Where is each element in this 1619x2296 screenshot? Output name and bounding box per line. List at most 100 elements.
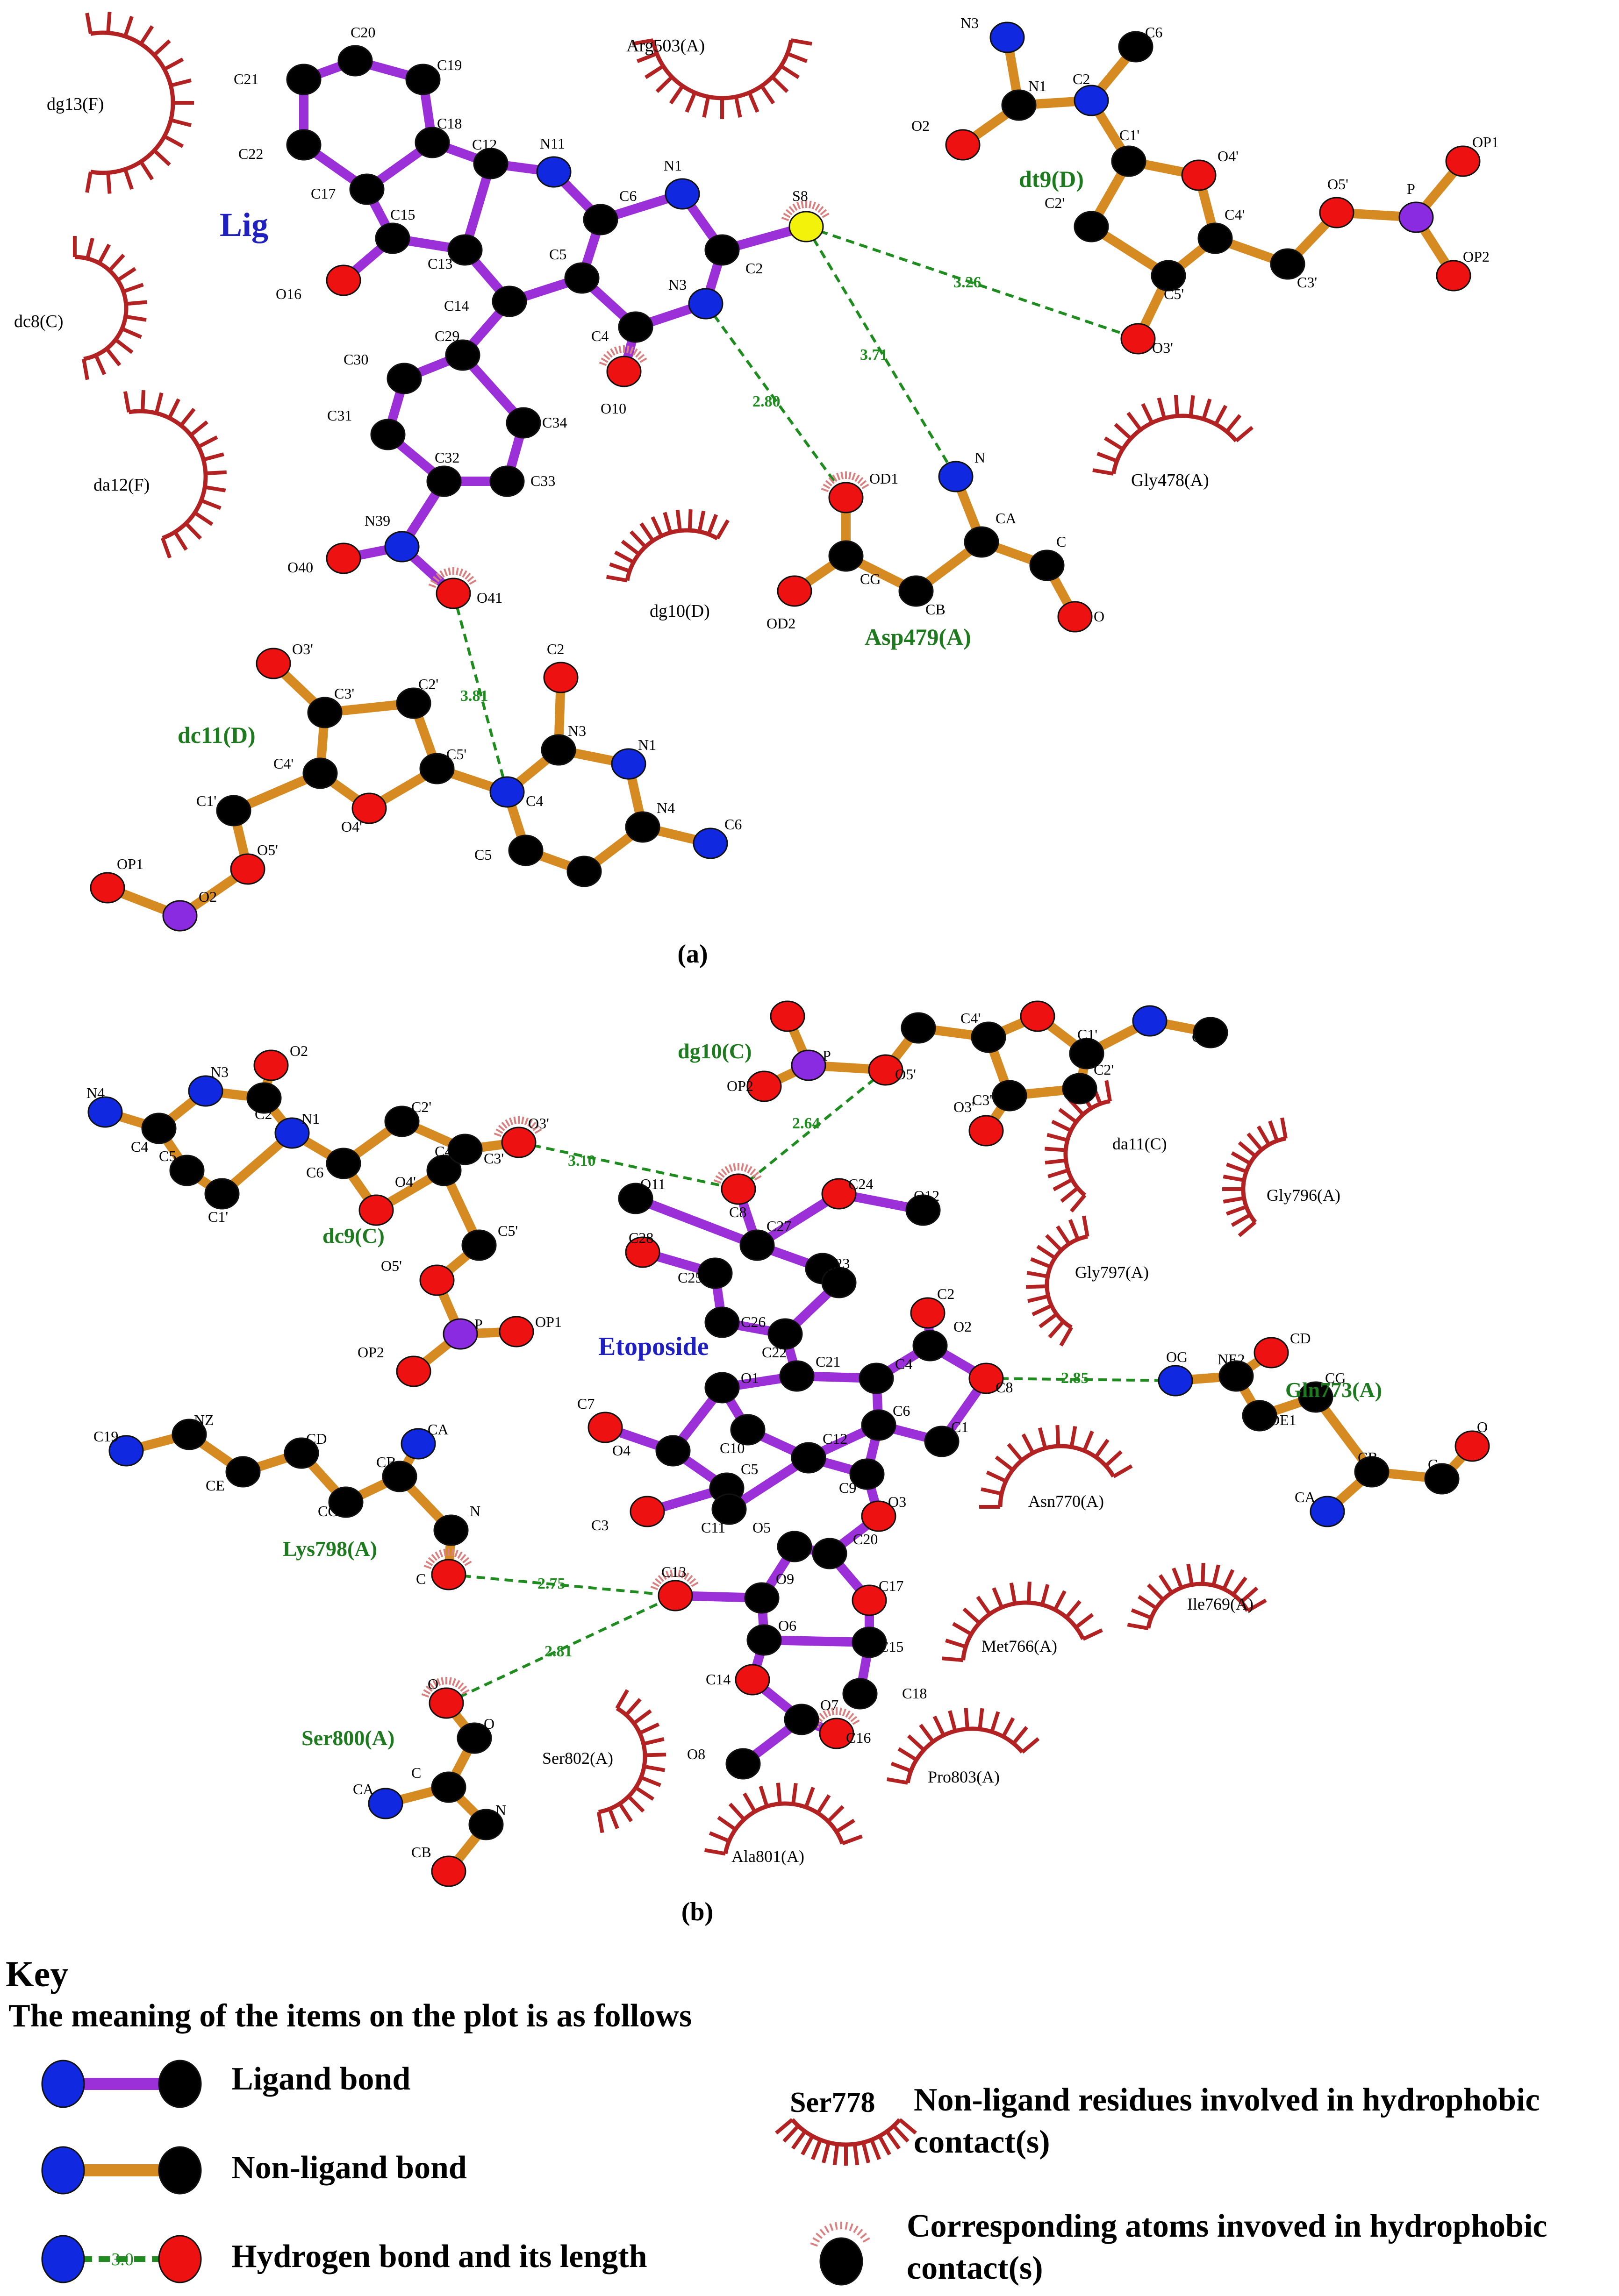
- residue-dc9-atom: [169, 1155, 205, 1186]
- atom-label: C2': [1045, 194, 1065, 211]
- hydrophobic-spoke: [697, 510, 706, 532]
- atom-label: C4: [895, 1355, 912, 1372]
- hydrophobic-spoke: [897, 1747, 917, 1761]
- panel-b-caption: (b): [681, 1897, 713, 1926]
- atom-label: C8: [996, 1379, 1013, 1396]
- hydrophobic-spoke: [1060, 1186, 1079, 1203]
- ligand-b-atom: [746, 1624, 782, 1656]
- hydrophobic-arc: [74, 255, 129, 361]
- hydrophobic-spoke: [1104, 1080, 1112, 1102]
- residue-dg10-atom: [1069, 1038, 1104, 1070]
- hydrophobic-spoke: [1114, 423, 1132, 440]
- hydrophobic-spoke: [1186, 1563, 1194, 1585]
- residue-gln773-atom: [1242, 1400, 1277, 1432]
- hydrophobic-spoke: [184, 522, 202, 540]
- key-hydrophobic-atom-line1: Corresponding atoms invoved in hydrophob…: [907, 2208, 1547, 2244]
- hydrophobic-arc-ile769: [1127, 1562, 1267, 1630]
- hydrophobic-spoke: [948, 1710, 957, 1732]
- atom-label: N3: [960, 14, 979, 31]
- residue-label-dc11: dc11(D): [178, 722, 256, 748]
- atom-label: O2: [199, 888, 217, 905]
- atom-label: OE1: [1269, 1412, 1297, 1428]
- ligand-b-atom: [861, 1409, 896, 1441]
- residue-label-dg10: dg10(C): [678, 1039, 752, 1063]
- hydrophobic-residue-label: Arg503(A): [626, 36, 705, 56]
- hydrophobic-spoke: [1045, 1158, 1067, 1165]
- hydrophobic-spoke: [688, 509, 693, 531]
- hydrophobic-spoke: [1069, 1426, 1077, 1447]
- hydrophobic-spoke: [85, 13, 93, 34]
- hydrophobic-arc: [651, 40, 794, 100]
- halo-spoke: [431, 1554, 437, 1561]
- atom-label: C1': [1077, 1026, 1097, 1043]
- hydrophobic-spoke: [193, 511, 214, 526]
- atom-label: CB: [411, 1844, 431, 1861]
- hydrophobic-spoke: [1126, 412, 1142, 431]
- hydrophobic-spoke: [1189, 395, 1195, 417]
- hydrophobic-spoke: [1045, 1234, 1063, 1252]
- ligand-b-atom: [910, 1297, 946, 1329]
- hydrophobic-spoke: [962, 1607, 981, 1625]
- halo-spoke: [448, 567, 451, 575]
- atom-label: O2: [911, 117, 930, 134]
- residue-dc9-atom: [141, 1112, 177, 1144]
- hydrophobic-spoke: [629, 530, 647, 549]
- atom-label: C2: [937, 1285, 954, 1302]
- halo-spoke: [819, 2229, 826, 2236]
- atom-label: O11: [640, 1176, 666, 1192]
- hydrophobic-spoke: [1225, 1162, 1247, 1174]
- hydrophobic-spoke: [1257, 1125, 1271, 1146]
- atom-label: C8: [729, 1204, 746, 1220]
- atom-label: C14: [706, 1671, 731, 1688]
- atom-label: C5: [741, 1461, 758, 1477]
- atom-label: C17: [879, 1577, 903, 1594]
- atom-label: O3: [888, 1493, 906, 1510]
- residue-dc9-atom: [246, 1082, 282, 1114]
- halo-spoke: [715, 1175, 723, 1181]
- hydrophobic-spoke: [1246, 1132, 1263, 1151]
- halo-spoke: [717, 1171, 725, 1178]
- halo-spoke: [724, 1166, 730, 1174]
- hydrophobic-spoke: [1268, 1120, 1279, 1142]
- residue-dc11-atom: [543, 662, 579, 693]
- atom-label: O: [1477, 1419, 1488, 1435]
- hydrophobic-atom-halo: [713, 1163, 762, 1184]
- atom-label: C6: [893, 1402, 910, 1419]
- hydrophobic-spoke: [154, 392, 164, 414]
- hydrophobic-spoke: [1112, 1464, 1133, 1478]
- hydrophobic-spoke: [1235, 426, 1254, 442]
- ligand-a-atom: [349, 173, 385, 205]
- atom-label: C2: [547, 641, 564, 657]
- atom-label: C2: [1073, 71, 1090, 87]
- ligand-a-atom: [326, 542, 361, 574]
- atom-label: N1: [638, 736, 656, 753]
- halo-spoke: [811, 201, 817, 210]
- atom-label: OP1: [535, 1313, 562, 1330]
- halo-spoke: [853, 2225, 859, 2233]
- atom-label: S8: [792, 187, 808, 204]
- hydrophobic-residue-label: Met766(A): [981, 1637, 1057, 1655]
- ligand-name-b: Etoposide: [598, 1332, 709, 1361]
- hydrophobic-spoke: [1038, 1427, 1047, 1449]
- hydrophobic-spoke: [123, 168, 134, 190]
- atom-label: N4: [86, 1084, 105, 1101]
- hydrophobic-spoke: [1131, 1608, 1152, 1620]
- halo-spoke: [527, 1119, 533, 1127]
- atom-label: C32: [435, 449, 459, 466]
- residue-dc9-atom: [87, 1096, 123, 1128]
- ligand-b-atom: [842, 1678, 878, 1710]
- hydrophobic-spoke: [1225, 1205, 1247, 1216]
- key-ligand-bond-atom-c: [158, 2060, 202, 2108]
- residue-dg10-atom: [868, 1054, 903, 1086]
- residue-ser800-atom: [431, 1771, 466, 1803]
- hydrophobic-atom-halo: [599, 345, 647, 366]
- atom-label: N1: [301, 1110, 320, 1127]
- hbond-length-label: 2.81: [544, 1643, 573, 1660]
- halo-spoke: [684, 1572, 689, 1580]
- atom-label: CG: [860, 570, 881, 587]
- residue-dt9-atom: [1120, 323, 1156, 355]
- hydrophobic-spoke: [734, 96, 742, 118]
- atom-label: C1': [208, 1208, 228, 1225]
- hydrophobic-spoke: [907, 1734, 925, 1752]
- ligand-b-atom: [912, 1330, 948, 1362]
